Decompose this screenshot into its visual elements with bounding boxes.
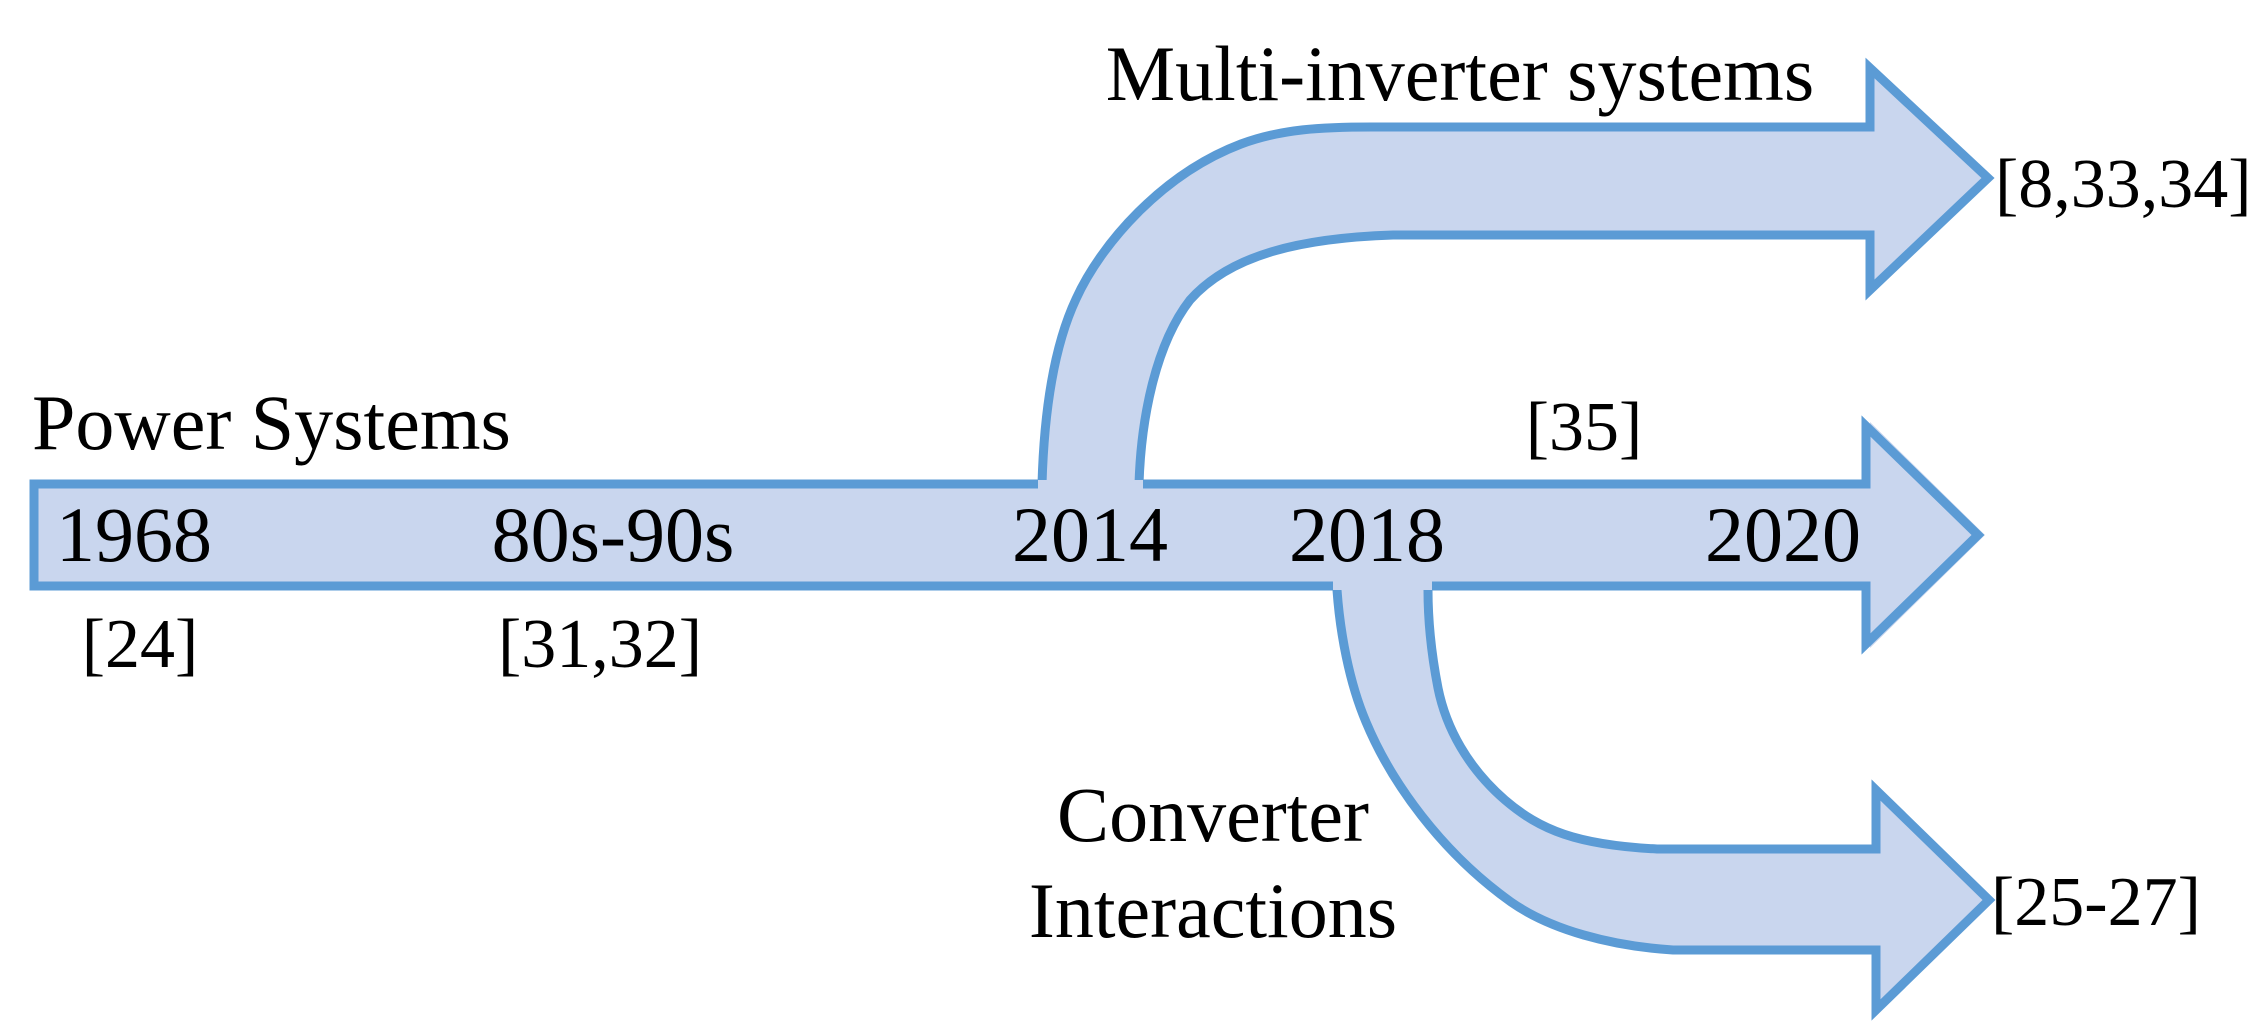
ref-branch-lower: [25-27] — [1991, 864, 2201, 941]
branch-upper-title: Multi-inverter systems — [1105, 30, 1815, 117]
branch-lower-title-line1: Converter — [1057, 771, 1369, 858]
ref-1968: [24] — [81, 606, 199, 683]
branch-upper-band — [1037, 57, 1995, 532]
branch-lower-title-line2: Interactions — [1028, 867, 1398, 954]
main-timeline-title: Power Systems — [32, 379, 511, 466]
milestone-year-2018: 2018 — [1289, 491, 1445, 578]
main-timeline-outline — [29, 415, 1985, 655]
main-timeline-band — [30, 422, 1985, 648]
milestone-year-2014: 2014 — [1012, 491, 1168, 578]
milestone-year-80s-90s: 80s-90s — [491, 491, 735, 578]
ref-80s-90s: [31,32] — [497, 606, 703, 683]
milestone-year-2020: 2020 — [1705, 491, 1861, 578]
branch-lower-band — [1332, 538, 1996, 1021]
ref-above-timeline: [35] — [1525, 389, 1643, 466]
ref-branch-upper: [8,33,34] — [1995, 146, 2252, 223]
milestone-year-1968: 1968 — [56, 491, 212, 578]
